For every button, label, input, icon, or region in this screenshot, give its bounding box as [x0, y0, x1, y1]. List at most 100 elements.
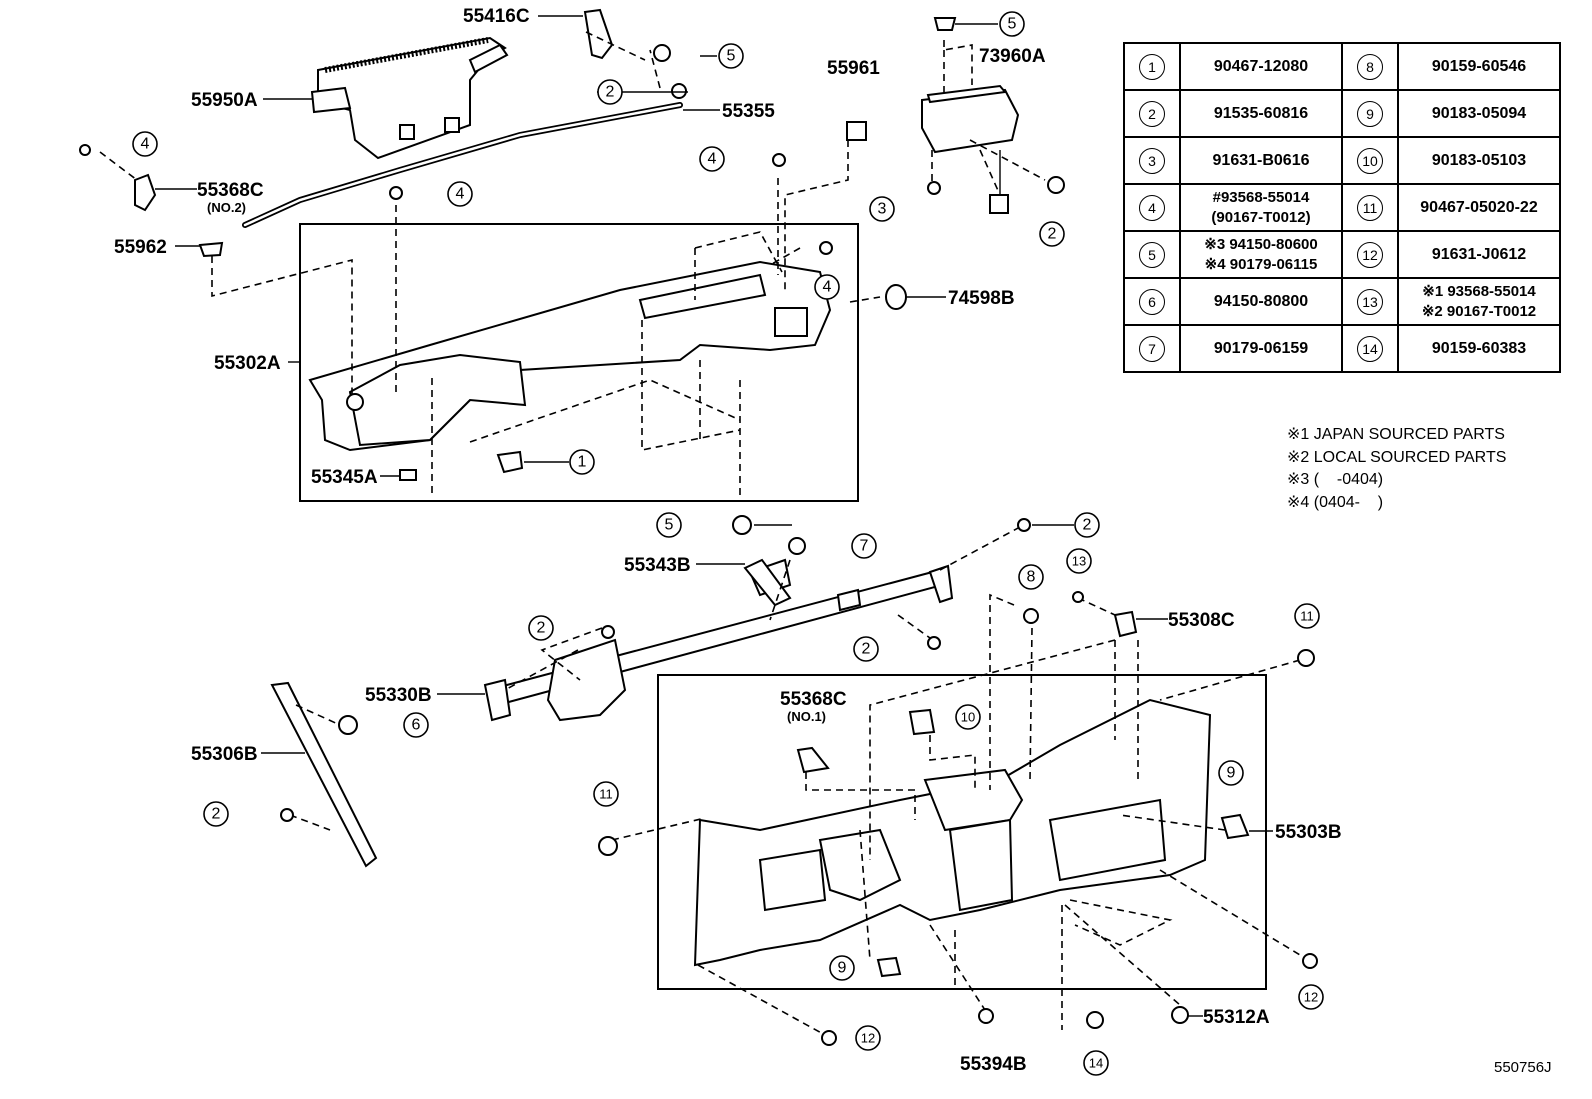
callout-2-top: 2 [597, 79, 623, 105]
instrument-panel-lower-drawing [693, 698, 1212, 967]
part-number-cell: 90467-05020-22 [1397, 183, 1561, 232]
clip-1-drawing [496, 450, 524, 474]
lower-panel-group-box [657, 674, 1267, 990]
svg-text:11: 11 [599, 787, 613, 802]
brace-55306b-drawing [270, 681, 378, 868]
label-55343b: 55343B [624, 555, 691, 576]
callout-6: 6 [403, 712, 429, 738]
svg-text:2: 2 [537, 620, 546, 637]
clip-55962-drawing [198, 241, 224, 258]
assembly-guide-lines [99, 31, 1301, 1036]
svg-text:8: 8 [1027, 569, 1036, 586]
footnote-2: ※2 LOCAL SOURCED PARTS [1287, 448, 1507, 466]
callout-2-tube-left: 2 [528, 615, 554, 641]
label-no1: (NO.1) [787, 709, 826, 724]
callout-7: 7 [851, 533, 877, 559]
clip-55308c-drawing [1113, 610, 1138, 638]
svg-text:4: 4 [823, 279, 832, 296]
callout-1: 1 [569, 449, 595, 475]
callout-5-top: 5 [718, 43, 744, 69]
part-number-cell: 91631-B0616 [1179, 136, 1343, 185]
table-row: 2 91535-60816 9 90183-05094 [1123, 89, 1561, 138]
clip-10-drawing [908, 708, 936, 736]
clip-9-left-drawing [876, 956, 902, 978]
row-id-1: 1 [1139, 53, 1165, 80]
callout-4-panel: 4 [814, 274, 840, 300]
part-number-cell: 90183-05094 [1397, 89, 1561, 138]
table-row: 7 90179-06159 14 90159-60383 [1123, 324, 1561, 373]
svg-text:6: 6 [412, 717, 421, 734]
table-row: 1 90467-12080 8 90159-60546 [1123, 42, 1561, 91]
svg-text:11: 11 [1300, 609, 1314, 624]
callout-3: 3 [869, 196, 895, 222]
callout-2-right: 2 [1074, 512, 1100, 538]
part-number-cell: 94150-80800 [1179, 277, 1343, 326]
row-id-12: 12 [1357, 241, 1383, 268]
callout-12-right: 12 [1298, 984, 1324, 1010]
part-number-cell: ※3 94150-80600※4 90179-06115 [1179, 230, 1343, 279]
callout-4-right: 4 [699, 146, 725, 172]
callout-2-tube-mid: 2 [853, 636, 879, 662]
label-55961: 55961 [827, 58, 880, 79]
part-number-cell: 90159-60546 [1397, 42, 1561, 91]
svg-text:14: 14 [1089, 1056, 1103, 1071]
svg-text:2: 2 [212, 806, 221, 823]
row-id-3: 3 [1139, 147, 1165, 174]
callout-5-switch: 5 [999, 11, 1025, 37]
callout-14: 14 [1083, 1050, 1109, 1076]
label-55302a: 55302A [214, 353, 281, 374]
footnote-3: ※3 ( -0404) [1287, 471, 1384, 488]
label-55345a: 55345A [311, 467, 378, 488]
row-id-13: 13 [1357, 288, 1383, 315]
svg-text:2: 2 [862, 641, 871, 658]
svg-text:5: 5 [727, 48, 736, 65]
svg-text:9: 9 [838, 960, 847, 977]
row-id-7: 7 [1139, 335, 1165, 362]
bracket-55368c-no1-drawing [796, 746, 830, 774]
part-number-cell: #93568-55014(90167-T0012) [1179, 183, 1343, 232]
diagram-reference-code: 550756J [1494, 1059, 1552, 1076]
label-55330b: 55330B [365, 685, 432, 706]
svg-text:2: 2 [1048, 226, 1057, 243]
label-55368c-no2: 55368C [197, 180, 264, 201]
instrument-panel-upper-drawing [308, 260, 832, 452]
callout-markers: 5 2 4 4 4 4 5 3 2 1 5 7 2 8 13 2 2 11 6 … [132, 11, 1324, 1076]
part-labels: 55416C 55950A 55355 55368C (NO.2) 55962 … [114, 6, 1342, 1075]
reinforcement-tube-55330b-drawing [483, 558, 954, 722]
clip-55345a-drawing [399, 469, 417, 481]
label-73960a: 73960A [979, 46, 1046, 67]
footnotes: ※1 JAPAN SOURCED PARTS ※2 LOCAL SOURCED … [1287, 424, 1506, 514]
callout-4-mid: 4 [447, 181, 473, 207]
row-id-4: 4 [1139, 194, 1165, 221]
svg-text:12: 12 [861, 1031, 875, 1046]
label-no2: (NO.2) [207, 200, 246, 215]
row-id-10: 10 [1357, 147, 1383, 174]
svg-text:4: 4 [456, 186, 465, 203]
callout-8: 8 [1018, 564, 1044, 590]
svg-text:13: 13 [1072, 554, 1086, 569]
label-55394b: 55394B [960, 1054, 1027, 1075]
svg-text:4: 4 [141, 136, 150, 153]
clip-55961-drawing [846, 121, 867, 141]
table-row: 3 91631-B0616 10 90183-05103 [1123, 136, 1561, 185]
table-row: 5 ※3 94150-80600※4 90179-06115 12 91631-… [1123, 230, 1561, 279]
bracket-55368c-no2-drawing [134, 173, 157, 212]
label-55416c: 55416C [463, 6, 530, 27]
row-id-14: 14 [1357, 335, 1383, 362]
clip-9-right-drawing [1220, 813, 1250, 840]
part-number-cell: 91631-J0612 [1397, 230, 1561, 279]
callout-2-switch: 2 [1039, 221, 1065, 247]
label-55312a: 55312A [1203, 1007, 1270, 1028]
svg-text:4: 4 [708, 151, 717, 168]
callout-11-left: 11 [593, 781, 619, 807]
bracket-55416c-drawing [583, 8, 614, 60]
switch-73960a-drawing [921, 17, 1020, 214]
callout-4-left: 4 [132, 131, 158, 157]
row-id-6: 6 [1139, 288, 1165, 315]
svg-text:7: 7 [860, 538, 869, 555]
label-55950a: 55950A [191, 90, 258, 111]
label-55308c: 55308C [1168, 610, 1235, 631]
label-74598b: 74598B [948, 288, 1015, 309]
label-55962: 55962 [114, 237, 167, 258]
